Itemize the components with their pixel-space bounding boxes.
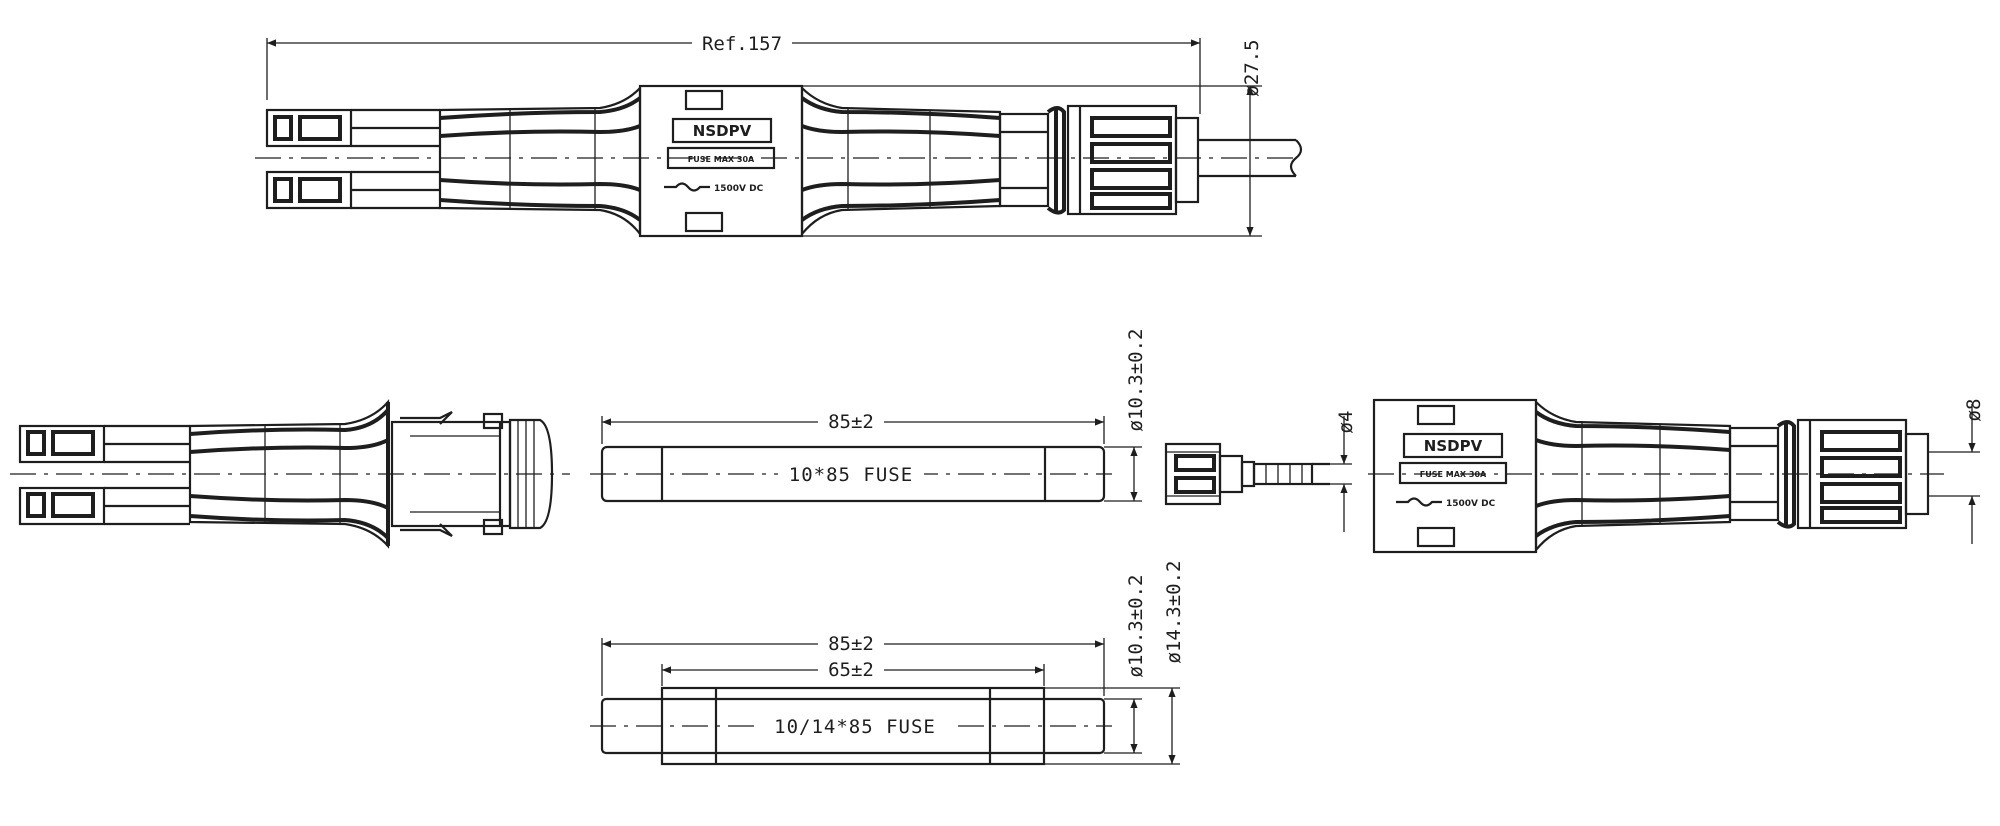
logo-box	[671, 117, 773, 144]
rating-box	[666, 146, 776, 170]
top-assembly: NSDPV FUSE MAX 30A 1500V DC	[255, 31, 1303, 238]
body-length-dim: 65±2	[828, 659, 874, 681]
right-ribbed-body	[800, 85, 1002, 238]
voltage-text: 1500V DC	[1446, 499, 1496, 509]
logo-box	[1402, 432, 1504, 459]
fuse-label: 10/14*85 FUSE	[774, 716, 936, 738]
fuse-symbol-icon	[1396, 497, 1442, 507]
dimension-d27-5: ø27.5	[802, 39, 1263, 237]
cap-diameter-dim: ø10.3±0.2	[1125, 575, 1147, 678]
fuse-cylindrical: 10*85 FUSE 85±2 ø10.3±0.2	[590, 329, 1147, 503]
fuse-caps	[600, 697, 1106, 755]
fuse-body	[600, 445, 1106, 503]
dim-ref157-text: Ref.157	[702, 33, 782, 55]
body-diameter-dim: ø14.3±0.2	[1163, 561, 1185, 664]
rating-box	[1398, 461, 1508, 485]
housing-diameter-dim: ø8	[1963, 399, 1985, 422]
logo-text: NSDPV	[1424, 437, 1483, 455]
rating-text: FUSE MAX 30A	[688, 155, 755, 164]
female-housing: NSDPV FUSE MAX 30A 1500V DC ø8	[1368, 399, 1985, 554]
nut-diameter-dim: ø4	[1335, 411, 1357, 434]
male-connector	[10, 399, 570, 549]
center-housing: NSDPV FUSE MAX 30A 1500V DC	[638, 84, 804, 238]
dimension-ref157: Ref.157	[266, 31, 1201, 114]
male-plug-tips	[265, 108, 440, 210]
fuse-stepped: 10/14*85 FUSE 85±2 65±2 ø10.3±0.2 ø14.3±…	[590, 561, 1185, 766]
fuse-diameter-dim: ø10.3±0.2	[1125, 329, 1147, 432]
fuse-body	[660, 686, 1046, 766]
voltage-text: 1500V DC	[714, 184, 764, 194]
cable-nut: ø4	[1164, 411, 1357, 532]
dim-d27-5-text: ø27.5	[1241, 39, 1263, 96]
fuse-length-dim: 85±2	[828, 411, 874, 433]
logo-text: NSDPV	[693, 122, 752, 140]
left-ribbed-body	[438, 85, 642, 238]
cable-gland	[998, 104, 1200, 216]
overall-length-dim: 85±2	[828, 633, 874, 655]
fuse-label: 10*85 FUSE	[789, 464, 913, 486]
fuse-symbol-icon	[664, 182, 710, 192]
rating-text: FUSE MAX 30A	[1420, 470, 1487, 479]
